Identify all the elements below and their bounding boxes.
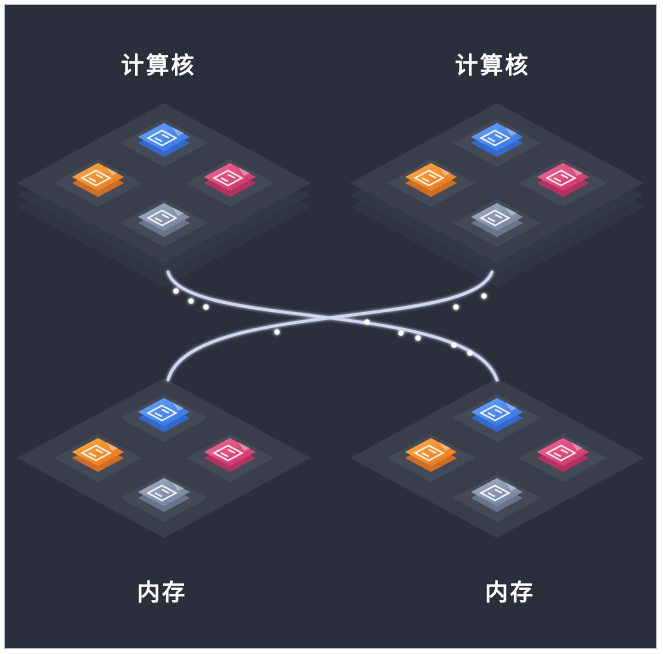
memory-label-left: 内存 bbox=[137, 580, 187, 606]
compute-left-node bbox=[17, 103, 311, 287]
compute-right-plate-top bbox=[350, 103, 644, 263]
blue-chip-icon bbox=[138, 398, 190, 432]
blue-chip-icon bbox=[138, 123, 190, 157]
gray-chip-icon bbox=[138, 203, 190, 237]
signal-dot bbox=[274, 329, 280, 335]
compute-left-plate-top bbox=[17, 103, 311, 263]
link-compute-left-to-memory-right bbox=[166, 270, 499, 382]
signal-dot bbox=[481, 293, 487, 299]
interconnect-links bbox=[166, 270, 499, 382]
pink-chip-icon bbox=[204, 163, 256, 197]
gray-chip-icon bbox=[471, 478, 523, 512]
signal-dot bbox=[451, 342, 457, 348]
blue-chip-icon bbox=[471, 123, 523, 157]
memory-label-right: 内存 bbox=[485, 580, 535, 606]
orange-chip-icon bbox=[405, 163, 457, 197]
pink-chip-icon bbox=[204, 438, 256, 472]
memory-right-node bbox=[350, 378, 644, 538]
memory-left-node bbox=[17, 378, 311, 538]
pink-chip-icon bbox=[537, 163, 589, 197]
signal-dot bbox=[398, 330, 404, 336]
signal-dot bbox=[203, 304, 209, 310]
signal-dot bbox=[467, 350, 473, 356]
orange-chip-icon bbox=[405, 438, 457, 472]
signal-dot bbox=[173, 288, 179, 294]
gray-chip-icon bbox=[138, 478, 190, 512]
gray-chip-icon bbox=[471, 203, 523, 237]
orange-chip-icon bbox=[72, 163, 124, 197]
signal-dot bbox=[415, 335, 421, 341]
orange-chip-icon bbox=[72, 438, 124, 472]
signal-dot bbox=[364, 319, 370, 325]
compute-core-label-right: 计算核 bbox=[455, 53, 530, 79]
memory-right-plate-top bbox=[350, 378, 644, 538]
compute-core-label-left: 计算核 bbox=[121, 53, 196, 79]
compute-right-node bbox=[350, 103, 644, 287]
blue-chip-icon bbox=[471, 398, 523, 432]
link-compute-right-to-memory-left bbox=[166, 270, 494, 382]
diagram-frame bbox=[4, 4, 657, 649]
signal-dot bbox=[188, 298, 194, 304]
memory-left-plate-top bbox=[17, 378, 311, 538]
signal-dot bbox=[453, 304, 459, 310]
pink-chip-icon bbox=[537, 438, 589, 472]
